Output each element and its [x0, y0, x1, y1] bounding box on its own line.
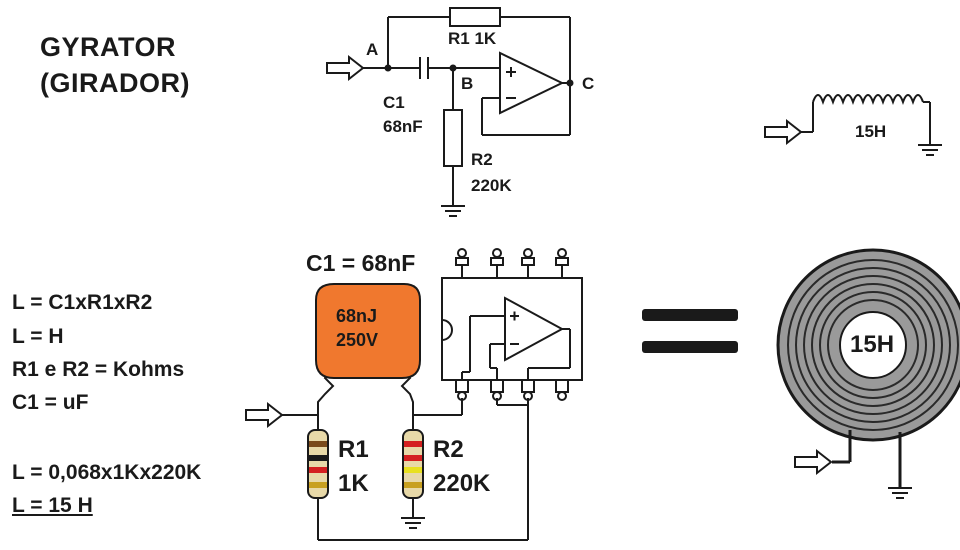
r2-value: 220K — [433, 470, 491, 497]
input-arrow-icon — [326, 56, 364, 80]
formula-line-4: C1 = uF — [12, 391, 89, 414]
r2-name: R2 — [433, 436, 464, 463]
ground-icon — [917, 144, 943, 156]
ic-chip — [441, 277, 583, 381]
toroid-inductor — [776, 248, 960, 488]
schematic-gyrator — [326, 7, 574, 217]
op-amp-symbol — [499, 51, 565, 115]
formula-line-5: L = 0,068x1Kx220K — [12, 461, 202, 484]
component-drawing — [245, 248, 583, 541]
coil-icon — [812, 94, 924, 105]
ic-top-pins — [455, 248, 569, 278]
formula-line-6: L = 15 H — [12, 494, 93, 517]
inductor-value-label: 15H — [855, 122, 887, 141]
title-line-2: (GIRADOR) — [40, 68, 190, 98]
input-arrow-icon — [245, 403, 283, 427]
inductor-symbol — [764, 94, 943, 156]
resistor-r2 — [402, 429, 424, 499]
formula-line-2: L = H — [12, 325, 64, 348]
ic-op-amp-icon — [504, 296, 565, 362]
r2-value-label: 220K — [471, 176, 512, 195]
node-b-label: B — [461, 74, 474, 93]
r2-symbol — [443, 109, 463, 167]
capacitor-body — [315, 283, 421, 379]
c1-value-label: 68nF — [383, 117, 423, 136]
ground-icon — [440, 205, 466, 217]
cap-marking-2: 250V — [336, 330, 379, 350]
formula-line-1: L = C1xR1xR2 — [12, 291, 153, 314]
input-arrow-icon — [764, 120, 802, 144]
input-arrow-icon — [794, 450, 832, 474]
r1-label: R1 1K — [448, 29, 497, 48]
r1-name: R1 — [338, 436, 369, 463]
r1-symbol — [449, 7, 501, 27]
ground-icon — [887, 487, 913, 499]
ground-icon — [400, 517, 426, 529]
node-a-label: A — [366, 40, 379, 59]
cap-marking-1: 68nJ — [336, 306, 378, 326]
resistor-r1 — [307, 429, 329, 499]
toroid-value-label: 15H — [850, 331, 895, 358]
r2-name-label: R2 — [471, 150, 493, 169]
ic-bottom-pins — [455, 379, 569, 401]
ic-notch — [441, 319, 453, 341]
equals-sign — [642, 309, 738, 353]
title-line-1: GYRATOR — [40, 32, 177, 62]
c1-name-label: C1 — [383, 93, 405, 112]
node-c-label: C — [582, 74, 595, 93]
r1-value: 1K — [338, 470, 369, 497]
formula-line-3: R1 e R2 = Kohms — [12, 358, 185, 381]
cap-heading: C1 = 68nF — [306, 250, 416, 276]
